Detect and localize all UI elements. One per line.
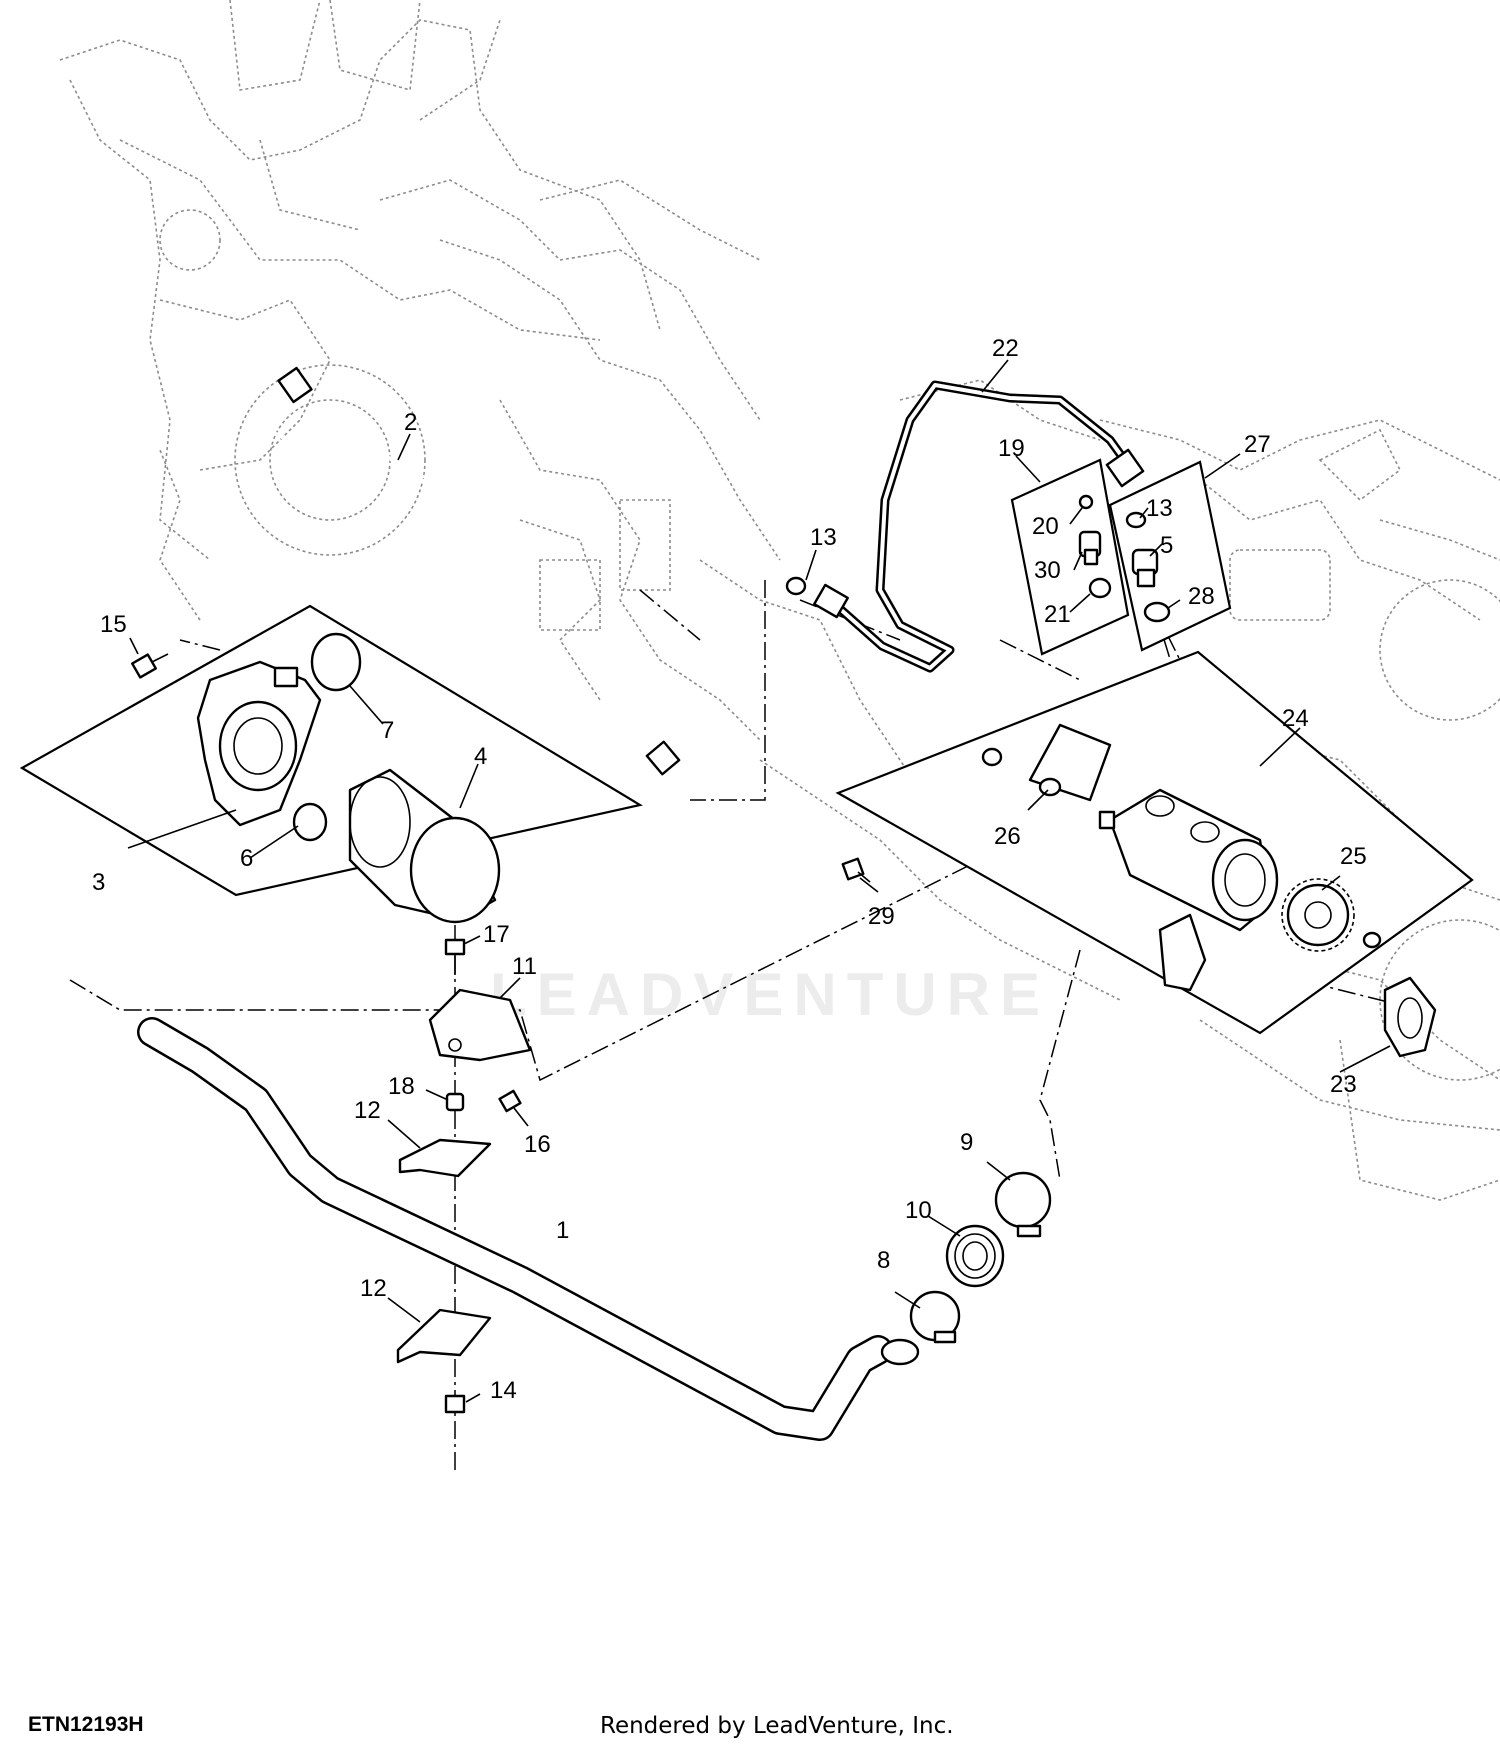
callout-27: 27 <box>1244 431 1271 458</box>
o-ring-28-part <box>1143 601 1171 623</box>
leadventure-watermark: LEADVENTURE <box>490 961 1051 1028</box>
fitting-kit-27-panel <box>1108 460 1232 652</box>
bolt-17-part <box>444 938 466 975</box>
bolt-29-part <box>841 857 871 883</box>
callout-13a: 13 <box>810 524 837 551</box>
filter-assembly-panel <box>19 604 643 897</box>
spacer-18-part <box>445 1092 465 1112</box>
callout-22: 22 <box>992 335 1019 362</box>
nut-14-part <box>444 1394 466 1414</box>
callout-18: 18 <box>388 1073 415 1100</box>
callout-4: 4 <box>474 743 487 770</box>
callout-10: 10 <box>905 1197 932 1224</box>
callout-labels: 1 2 3 4 5 6 7 8 9 10 11 12 12 13 13 14 1… <box>92 335 1367 1404</box>
hose-1-part <box>137 1017 920 1441</box>
nut-16-part <box>498 1089 522 1113</box>
o-ring-21-part <box>1088 577 1112 599</box>
callout-6: 6 <box>240 845 253 872</box>
callout-5: 5 <box>1160 532 1173 559</box>
callout-20: 20 <box>1032 513 1059 540</box>
callout-25: 25 <box>1340 843 1367 870</box>
o-ring-20-part <box>1078 494 1094 510</box>
callout-7: 7 <box>381 717 394 744</box>
callout-30: 30 <box>1034 557 1061 584</box>
o-ring-6-part <box>292 802 328 842</box>
pump-body-part <box>1098 788 1279 992</box>
callout-8: 8 <box>877 1247 890 1274</box>
callout-1: 1 <box>556 1217 569 1244</box>
figure-id-label: ETN12193H <box>28 1713 144 1736</box>
clip-12-upper-part <box>398 1138 492 1178</box>
washer-part <box>1362 931 1382 949</box>
bracket-26-part <box>1028 723 1112 802</box>
callout-11: 11 <box>512 953 537 980</box>
callout-19: 19 <box>998 435 1025 462</box>
background-engine-ghost <box>59 0 1500 1201</box>
callout-9: 9 <box>960 1129 973 1156</box>
callout-15: 15 <box>100 611 127 638</box>
gasket-23-part <box>1383 976 1437 1058</box>
o-ring-7-part <box>310 632 362 692</box>
oil-filter-part <box>348 768 501 924</box>
callout-3: 3 <box>92 869 105 896</box>
callout-28: 28 <box>1188 583 1215 610</box>
fitting-kit-19-panel <box>1010 458 1130 656</box>
clamp-9-part <box>994 1171 1052 1238</box>
spring-10-part <box>945 1224 1005 1288</box>
callout-13b: 13 <box>1146 495 1173 522</box>
callout-23: 23 <box>1330 1071 1357 1098</box>
callout-2: 2 <box>404 409 417 436</box>
tube-2-part <box>260 366 681 776</box>
callout-16: 16 <box>524 1131 551 1158</box>
clamp-8-part <box>909 1290 961 1344</box>
filter-head-part <box>196 660 322 827</box>
fitting-30-part <box>1078 530 1102 566</box>
bracket-11-part <box>428 988 532 1062</box>
bolt-15-part <box>131 653 169 679</box>
callout-17: 17 <box>483 921 510 948</box>
callout-24: 24 <box>1282 705 1309 732</box>
o-ring-13a-part <box>785 576 807 596</box>
clip-12-lower-part <box>396 1308 492 1364</box>
callout-12a: 12 <box>354 1097 381 1124</box>
callout-14: 14 <box>490 1377 517 1404</box>
render-credit-label: Rendered by LeadVenture, Inc. <box>600 1713 954 1739</box>
callout-26: 26 <box>994 823 1021 850</box>
callout-12b: 12 <box>360 1275 387 1302</box>
callout-29: 29 <box>868 903 895 930</box>
leader-lines <box>127 359 1391 1403</box>
nut-part <box>981 747 1003 767</box>
callout-21: 21 <box>1044 601 1071 628</box>
gear-25-part <box>1281 878 1355 952</box>
